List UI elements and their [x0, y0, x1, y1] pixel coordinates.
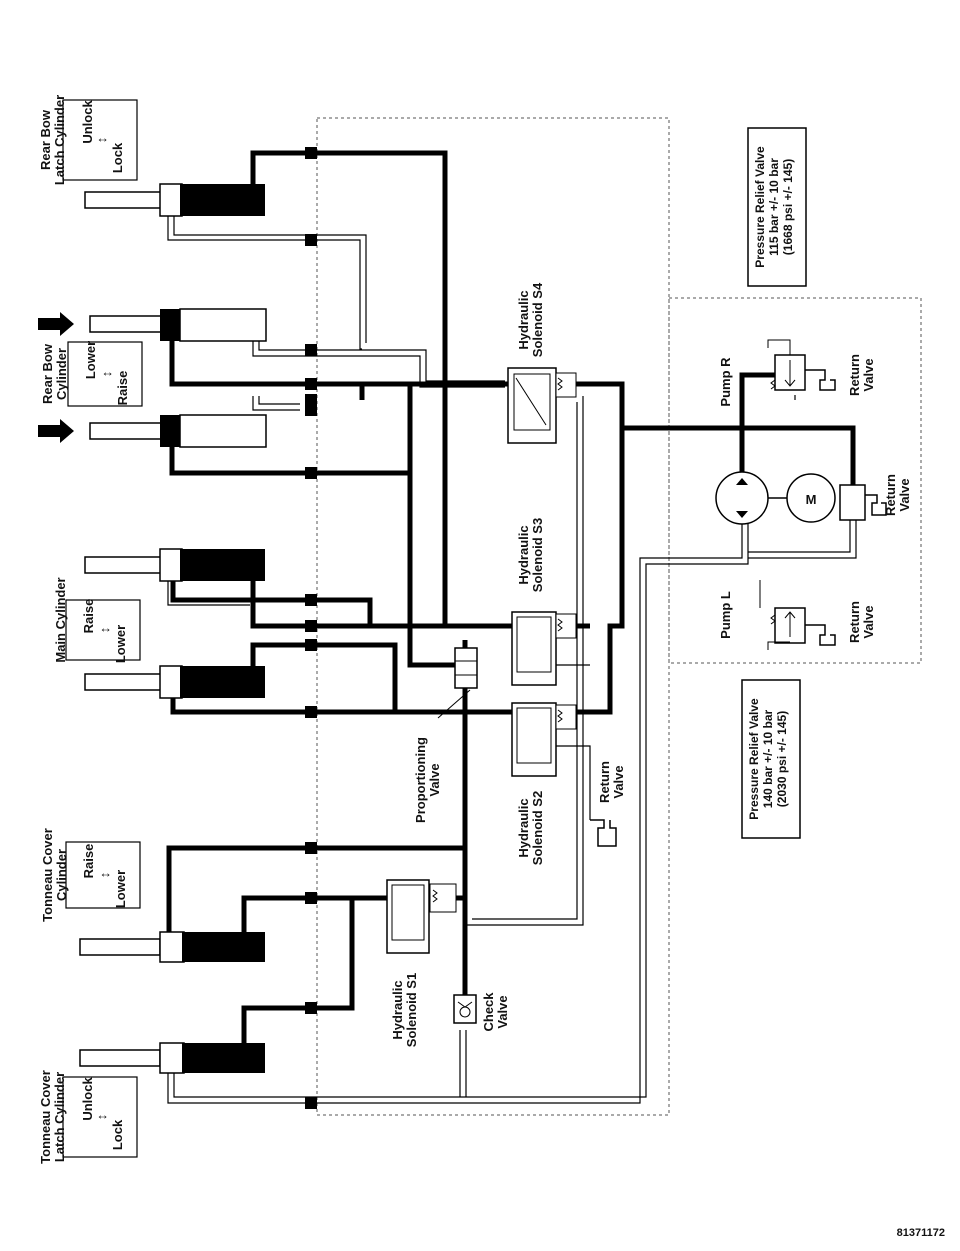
return-mid-label-2: Valve — [897, 478, 912, 511]
return-valve-main — [590, 819, 617, 847]
double-arrow-icon: ↕ — [99, 371, 114, 378]
return-r-label-2: Valve — [861, 358, 876, 391]
main-cylinder-lower — [84, 665, 265, 699]
arrow-right-icon — [38, 312, 74, 336]
check-label-1: Check — [481, 992, 496, 1032]
state-box-rear-bow-latch — [62, 99, 138, 181]
relief-top-line-3: (1668 psi +/- 145) — [781, 159, 795, 255]
tonneau-cover-cylinder — [79, 931, 265, 963]
double-arrow-icon: ↕ — [97, 627, 112, 634]
tonneau-cover-latch-cylinder — [79, 1042, 265, 1074]
proportioning-label-1: Proportioning — [413, 737, 428, 823]
return-r-label-1: Return — [847, 354, 862, 396]
main-state-raise: Raise — [81, 599, 96, 634]
rear-bow-state-raise: Raise — [115, 371, 130, 406]
valve-block-enclosure — [316, 117, 670, 1116]
tonneau-latch-title-1: Tonneau Cover — [38, 1070, 53, 1164]
relief-top-line-2: 115 bar +/- 10 bar — [767, 158, 781, 256]
main-title: Main Cylinder — [53, 577, 68, 662]
return-mid-label-1: Return — [883, 474, 898, 516]
rear-bow-title-1: Rear Bow — [40, 343, 55, 404]
relief-top-line-1: Pressure Relief Valve — [753, 146, 767, 268]
proportioning-valve — [437, 647, 478, 719]
state-box-tonneau-latch — [62, 1076, 138, 1158]
solenoid-s4-valve — [507, 367, 577, 444]
rear-bow-latch-state-unlock: Unlock — [80, 100, 95, 144]
arrow-right-icon — [38, 419, 74, 443]
relief-bottom-line-1: Pressure Relief Valve — [747, 698, 761, 820]
pump-enclosure — [668, 297, 922, 664]
tonneau-latch-state-lock: Lock — [110, 1119, 125, 1150]
pump-l-label: Pump L — [718, 591, 733, 639]
return-lines — [167, 216, 857, 1104]
tonneau-title-2: Cylinder — [54, 849, 69, 901]
tonneau-state-raise: Raise — [81, 844, 96, 879]
solenoid-s3-valve — [511, 611, 577, 686]
state-box-rear-bow — [67, 341, 143, 407]
figure-number: 81371172 — [897, 1227, 945, 1239]
state-box-tonneau — [65, 841, 141, 909]
return-valve-pump — [839, 484, 887, 521]
tonneau-latch-state-unlock: Unlock — [80, 1077, 95, 1121]
pump-r-label: Pump R — [718, 357, 733, 407]
double-arrow-icon: ↕ — [94, 1114, 109, 1121]
tonneau-latch-title-2: Latch Cylinder — [52, 1072, 67, 1162]
rear-bow-latch-title-2: Latch Cylinder — [52, 95, 67, 185]
rear-bow-cylinder-upper — [89, 308, 267, 342]
s4-label-2: Solenoid S4 — [530, 282, 545, 357]
rear-bow-latch-cylinder — [84, 183, 265, 217]
main-state-lower: Lower — [113, 625, 128, 663]
pressure-lines — [166, 150, 856, 1043]
rear-bow-latch-title-1: Rear Bow — [38, 109, 53, 170]
relief-bottom-line-3: (2030 psi +/- 145) — [775, 711, 789, 807]
relief-box-bottom — [741, 679, 801, 839]
double-arrow-icon: ↕ — [94, 137, 109, 144]
return-l-label-1: Return — [847, 601, 862, 643]
proportioning-label-2: Valve — [427, 763, 442, 796]
s1-label-2: Solenoid S1 — [404, 973, 419, 1047]
s2-label-2: Solenoid S2 — [530, 791, 545, 865]
return-main-label-1: Return — [597, 761, 612, 803]
return-l-label-2: Valve — [861, 605, 876, 638]
s3-label-2: Solenoid S3 — [530, 518, 545, 592]
tonneau-title-1: Tonneau Cover — [40, 828, 55, 922]
relief-valve-l — [759, 580, 836, 650]
rear-bow-latch-state-lock: Lock — [110, 142, 125, 173]
check-valve — [453, 994, 477, 1024]
relief-valve-r — [767, 339, 836, 391]
rear-bow-state-lower: Lower — [83, 341, 98, 379]
return-main-label-2: Valve — [611, 765, 626, 798]
s1-label-1: Hydraulic — [390, 980, 405, 1039]
s2-label-1: Hydraulic — [516, 798, 531, 857]
state-box-main — [65, 599, 141, 661]
pump-unit — [715, 471, 836, 525]
rear-bow-cylinder-lower — [89, 414, 267, 448]
solenoid-s2-valve — [511, 702, 577, 777]
main-cylinder-upper — [84, 548, 265, 582]
tonneau-state-lower: Lower — [113, 870, 128, 908]
pipe-fittings — [305, 147, 317, 1109]
relief-box-top — [747, 127, 807, 287]
s3-label-1: Hydraulic — [516, 525, 531, 584]
check-label-2: Valve — [495, 995, 510, 1028]
solenoid-s1-valve — [386, 879, 457, 954]
rear-bow-title-2: Cylinder — [54, 348, 69, 400]
double-arrow-icon: ↕ — [97, 872, 112, 879]
motor-label: M — [806, 492, 817, 507]
relief-bottom-line-2: 140 bar +/- 10 bar — [761, 709, 775, 808]
s4-label-1: Hydraulic — [516, 290, 531, 349]
